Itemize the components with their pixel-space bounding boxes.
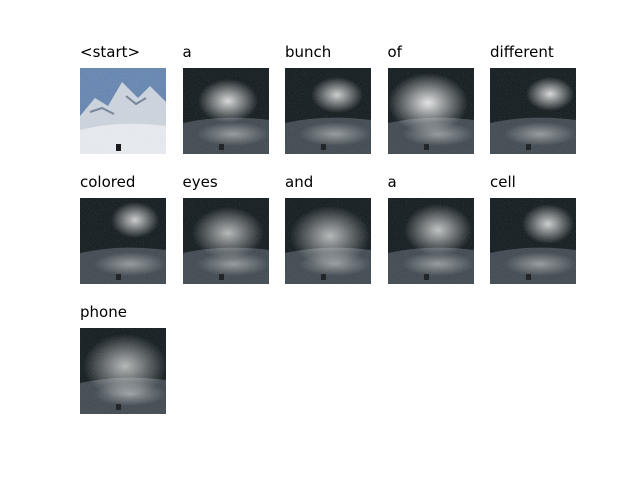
word-label: a [182, 43, 192, 61]
word-label: eyes [182, 173, 218, 191]
word-label: colored [80, 173, 136, 191]
attention-map-image [80, 328, 166, 414]
source-image [80, 68, 166, 154]
word-label: phone [80, 303, 127, 321]
attention-map-image [387, 198, 474, 284]
attention-map-image [285, 68, 371, 154]
attention-map-image [80, 198, 166, 284]
word-label: <start> [80, 43, 141, 61]
attention-map-image [387, 68, 474, 154]
attention-map-image [490, 198, 576, 284]
word-label: different [490, 43, 554, 61]
attention-map-image [285, 198, 371, 284]
attention-map-image [182, 68, 269, 154]
word-label: a [387, 173, 397, 191]
attention-map-image [182, 198, 269, 284]
attention-map-image [490, 68, 576, 154]
word-label: of [387, 43, 402, 61]
word-label: bunch [285, 43, 332, 61]
word-label: and [285, 173, 314, 191]
word-label: cell [490, 173, 516, 191]
